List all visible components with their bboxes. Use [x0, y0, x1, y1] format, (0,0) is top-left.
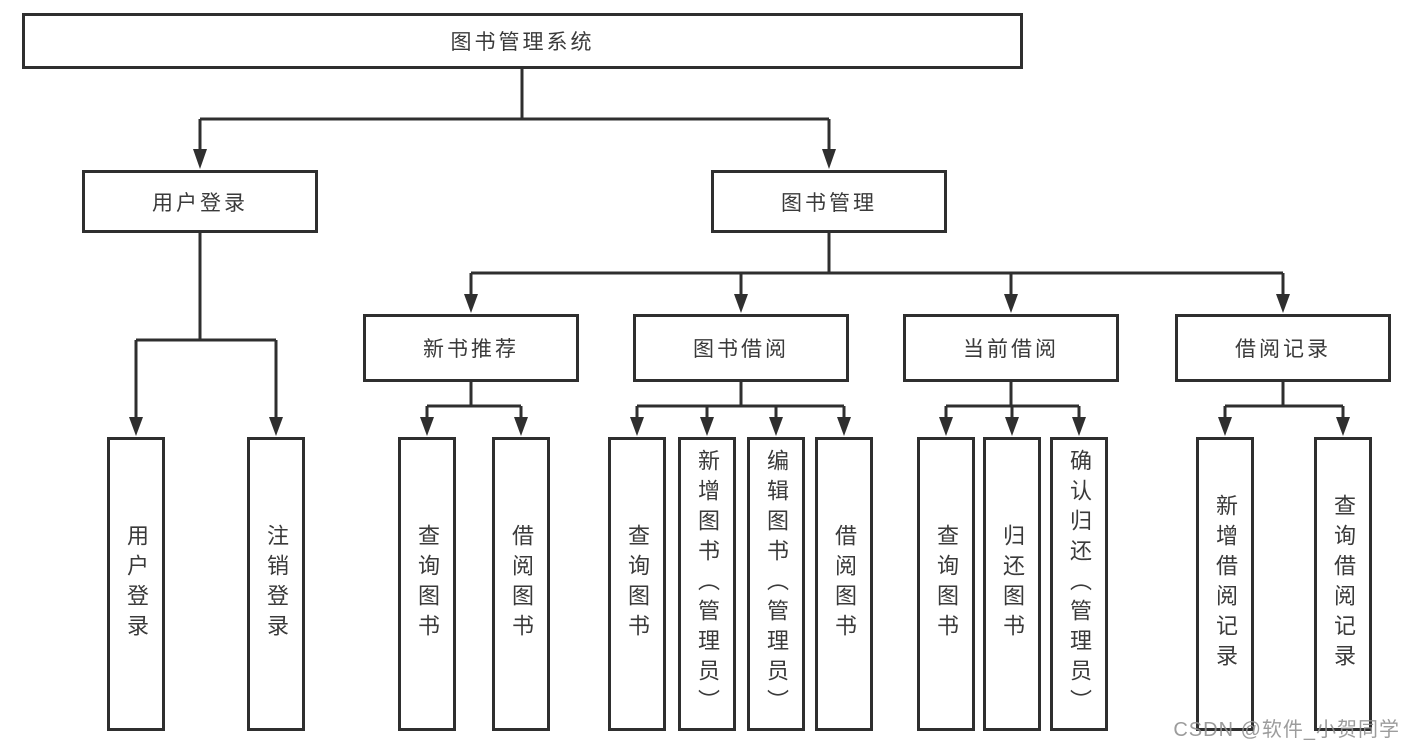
- node-book-borrowing: 图书借阅: [633, 314, 849, 382]
- node-user-login: 用户登录: [82, 170, 318, 233]
- node-return-books: 归还图书: [983, 437, 1041, 731]
- node-query-borrow-record: 查询借阅记录: [1314, 437, 1372, 731]
- node-book-management: 图书管理: [711, 170, 947, 233]
- node-new-book-recommend: 新书推荐: [363, 314, 579, 382]
- node-login: 用户登录: [107, 437, 165, 731]
- arrowheads: [129, 149, 1350, 436]
- node-query-books-borrowing: 查询图书: [608, 437, 666, 731]
- node-query-books-current: 查询图书: [917, 437, 975, 731]
- node-library-system: 图书管理系统: [22, 13, 1023, 69]
- node-edit-books-admin: 编辑图书（管理员）: [747, 437, 805, 731]
- node-borrowing-records: 借阅记录: [1175, 314, 1391, 382]
- node-add-books-admin: 新增图书（管理员）: [678, 437, 736, 731]
- watermark: CSDN @软件_小贺同学: [1173, 719, 1400, 741]
- node-current-borrowing: 当前借阅: [903, 314, 1119, 382]
- node-confirm-return-admin: 确认归还（管理员）: [1050, 437, 1108, 731]
- node-borrow-books-recommend: 借阅图书: [492, 437, 550, 731]
- node-add-borrow-record: 新增借阅记录: [1196, 437, 1254, 731]
- node-logout: 注销登录: [247, 437, 305, 731]
- node-borrow-books-borrowing: 借阅图书: [815, 437, 873, 731]
- node-query-books-recommend: 查询图书: [398, 437, 456, 731]
